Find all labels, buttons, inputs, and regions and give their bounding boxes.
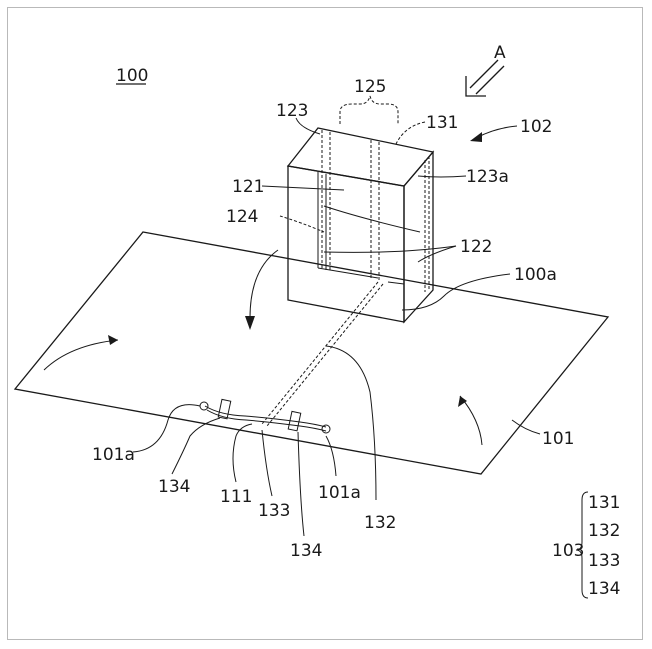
fastener-111-b (206, 409, 327, 432)
leader-131 (395, 121, 426, 145)
partition-front-face (287, 165, 405, 323)
leader-102 (475, 125, 518, 139)
rotate-arrow-right-head (458, 396, 467, 407)
partition-top-face (286, 127, 435, 187)
view-arrow-shaft-1 (469, 59, 499, 89)
label-125: 125 (354, 77, 386, 97)
leader-123a (417, 175, 467, 178)
label-100: 100 (116, 66, 148, 86)
view-arrow-label: A (494, 43, 506, 63)
leader-101a-right (325, 435, 337, 477)
tab-134-left (217, 398, 232, 420)
label-102: 102 (520, 117, 552, 137)
fold-arrow-head (245, 316, 255, 330)
label-123: 123 (276, 101, 308, 121)
legend-brace (575, 491, 589, 599)
inner-edge-5 (387, 281, 405, 285)
fastener-111 (204, 405, 327, 428)
bracket-125 (339, 95, 399, 124)
arrow-102-head (470, 132, 482, 142)
view-arrow-head (465, 76, 486, 97)
label-122: 122 (460, 237, 492, 257)
leader-111 (232, 423, 253, 483)
label-134-left: 134 (158, 477, 190, 497)
leader-124b (323, 205, 421, 233)
leader-134-bottom (297, 431, 305, 537)
leader-122a (323, 245, 457, 253)
leader-122b (417, 245, 457, 263)
leader-123 (295, 117, 321, 135)
label-123a: 123a (466, 167, 509, 187)
leader-100a (401, 273, 511, 311)
inner-edge-3 (317, 267, 379, 279)
label-132: 132 (364, 513, 396, 533)
string-132-a (261, 281, 379, 425)
label-101a-left: 101a (92, 445, 135, 465)
label-100a: 100a (514, 265, 557, 285)
end-knot-right (321, 424, 331, 434)
label-131: 131 (426, 113, 458, 133)
legend-item-132: 132 (588, 521, 620, 541)
base-sheet (13, 231, 610, 475)
end-knot-left (199, 401, 209, 411)
label-111: 111 (220, 487, 252, 507)
label-101a-right: 101a (318, 483, 361, 503)
view-arrow-shaft-2 (475, 65, 505, 95)
label-134-bottom: 134 (290, 541, 322, 561)
label-121: 121 (232, 177, 264, 197)
leader-134-left (171, 417, 221, 475)
leader-101a-left (132, 404, 201, 453)
rotate-arrow-left-head (108, 335, 118, 345)
tab-134-right (287, 410, 302, 432)
leader-101 (511, 419, 541, 435)
fold-arrow (249, 249, 279, 319)
rotate-arrow-left (43, 339, 119, 371)
string-132-b (266, 283, 384, 427)
legend-item-133: 133 (588, 551, 620, 571)
legend-item-131: 131 (588, 493, 620, 513)
label-124: 124 (226, 207, 258, 227)
legend-item-134: 134 (588, 579, 620, 599)
label-101: 101 (542, 429, 574, 449)
leader-121 (261, 185, 345, 191)
leader-132 (325, 345, 377, 501)
figure-frame (7, 7, 643, 640)
leader-124a (279, 215, 325, 233)
legend-group-label: 103 (552, 541, 584, 561)
label-133: 133 (258, 501, 290, 521)
leader-133 (261, 429, 273, 497)
